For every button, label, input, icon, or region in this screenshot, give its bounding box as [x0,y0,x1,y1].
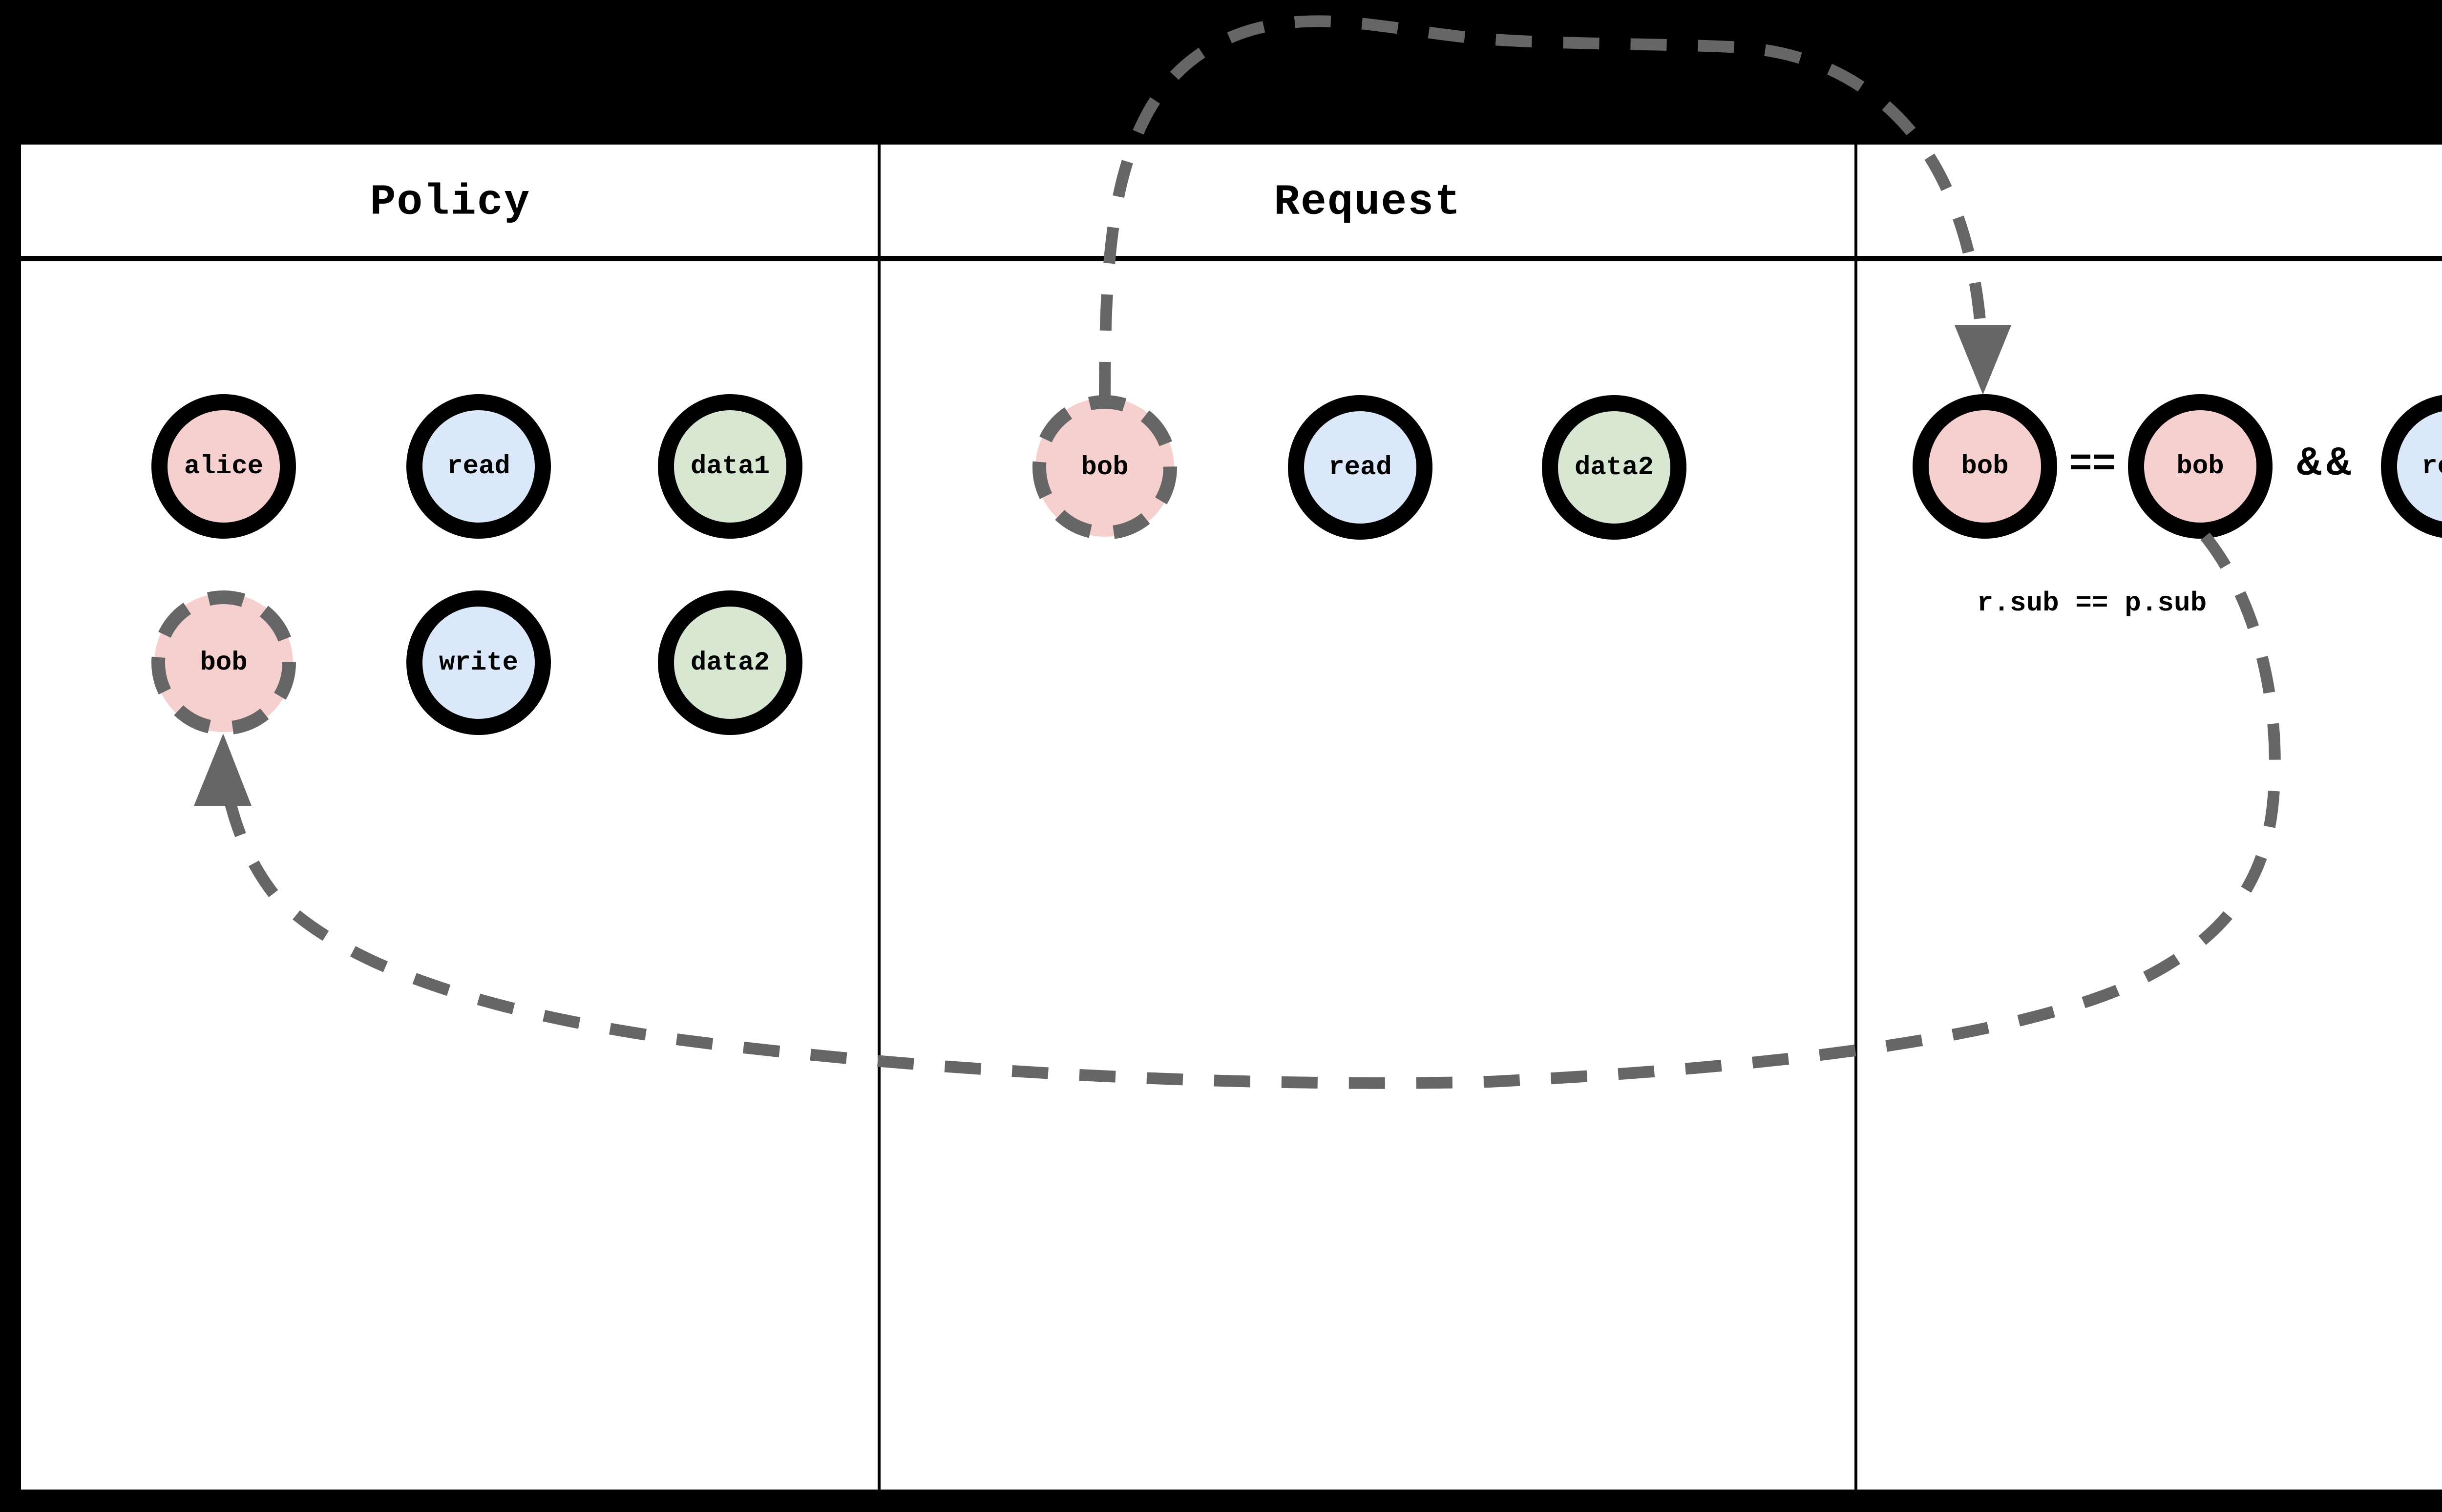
node-label: data1 [690,451,770,482]
equals-operator-sub: == [2068,442,2116,487]
policy-node-bob-highlighted: bob [154,593,293,732]
node-label: read [2421,451,2442,482]
column-divider-policy-request [878,145,881,1490]
policy-node-write: write [406,590,551,735]
node-label: alice [184,451,264,482]
matching-node-r-sub: bob [1913,394,2057,539]
caption-r-sub-eq-p-sub: r.sub == p.sub [1977,588,2207,619]
request-node-data2: data2 [1542,395,1686,540]
column-header-policy: Policy [370,178,531,227]
policy-node-read: read [406,394,551,539]
request-node-bob-highlighted: bob [1035,398,1174,537]
node-label: bob [1081,452,1129,483]
request-node-read: read [1288,395,1432,540]
policy-node-data1: data1 [658,394,802,539]
policy-node-data2: data2 [658,590,802,735]
policy-node-alice: alice [151,394,296,539]
column-header-request: Request [1274,178,1461,227]
header-row-divider [21,256,2442,261]
node-label: read [1328,452,1392,483]
node-label: read [447,451,510,482]
and-operator-1: && [2296,441,2356,487]
node-label: data2 [1574,452,1654,483]
node-label: bob [1961,451,2009,482]
table-background [21,145,2442,1490]
node-label: bob [200,648,248,678]
node-label: write [439,648,519,678]
matching-node-p-sub: bob [2128,394,2273,539]
node-label: data2 [690,648,770,678]
node-label: bob [2176,451,2224,482]
column-divider-request-matching [1854,145,1857,1490]
